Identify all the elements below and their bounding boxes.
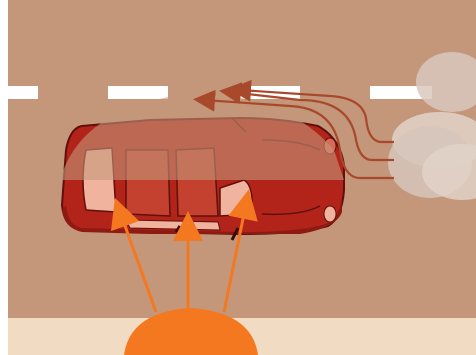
headlight [324,206,336,222]
door-glass [126,220,220,230]
lane-dash [108,86,168,99]
lane-dash [0,86,38,99]
